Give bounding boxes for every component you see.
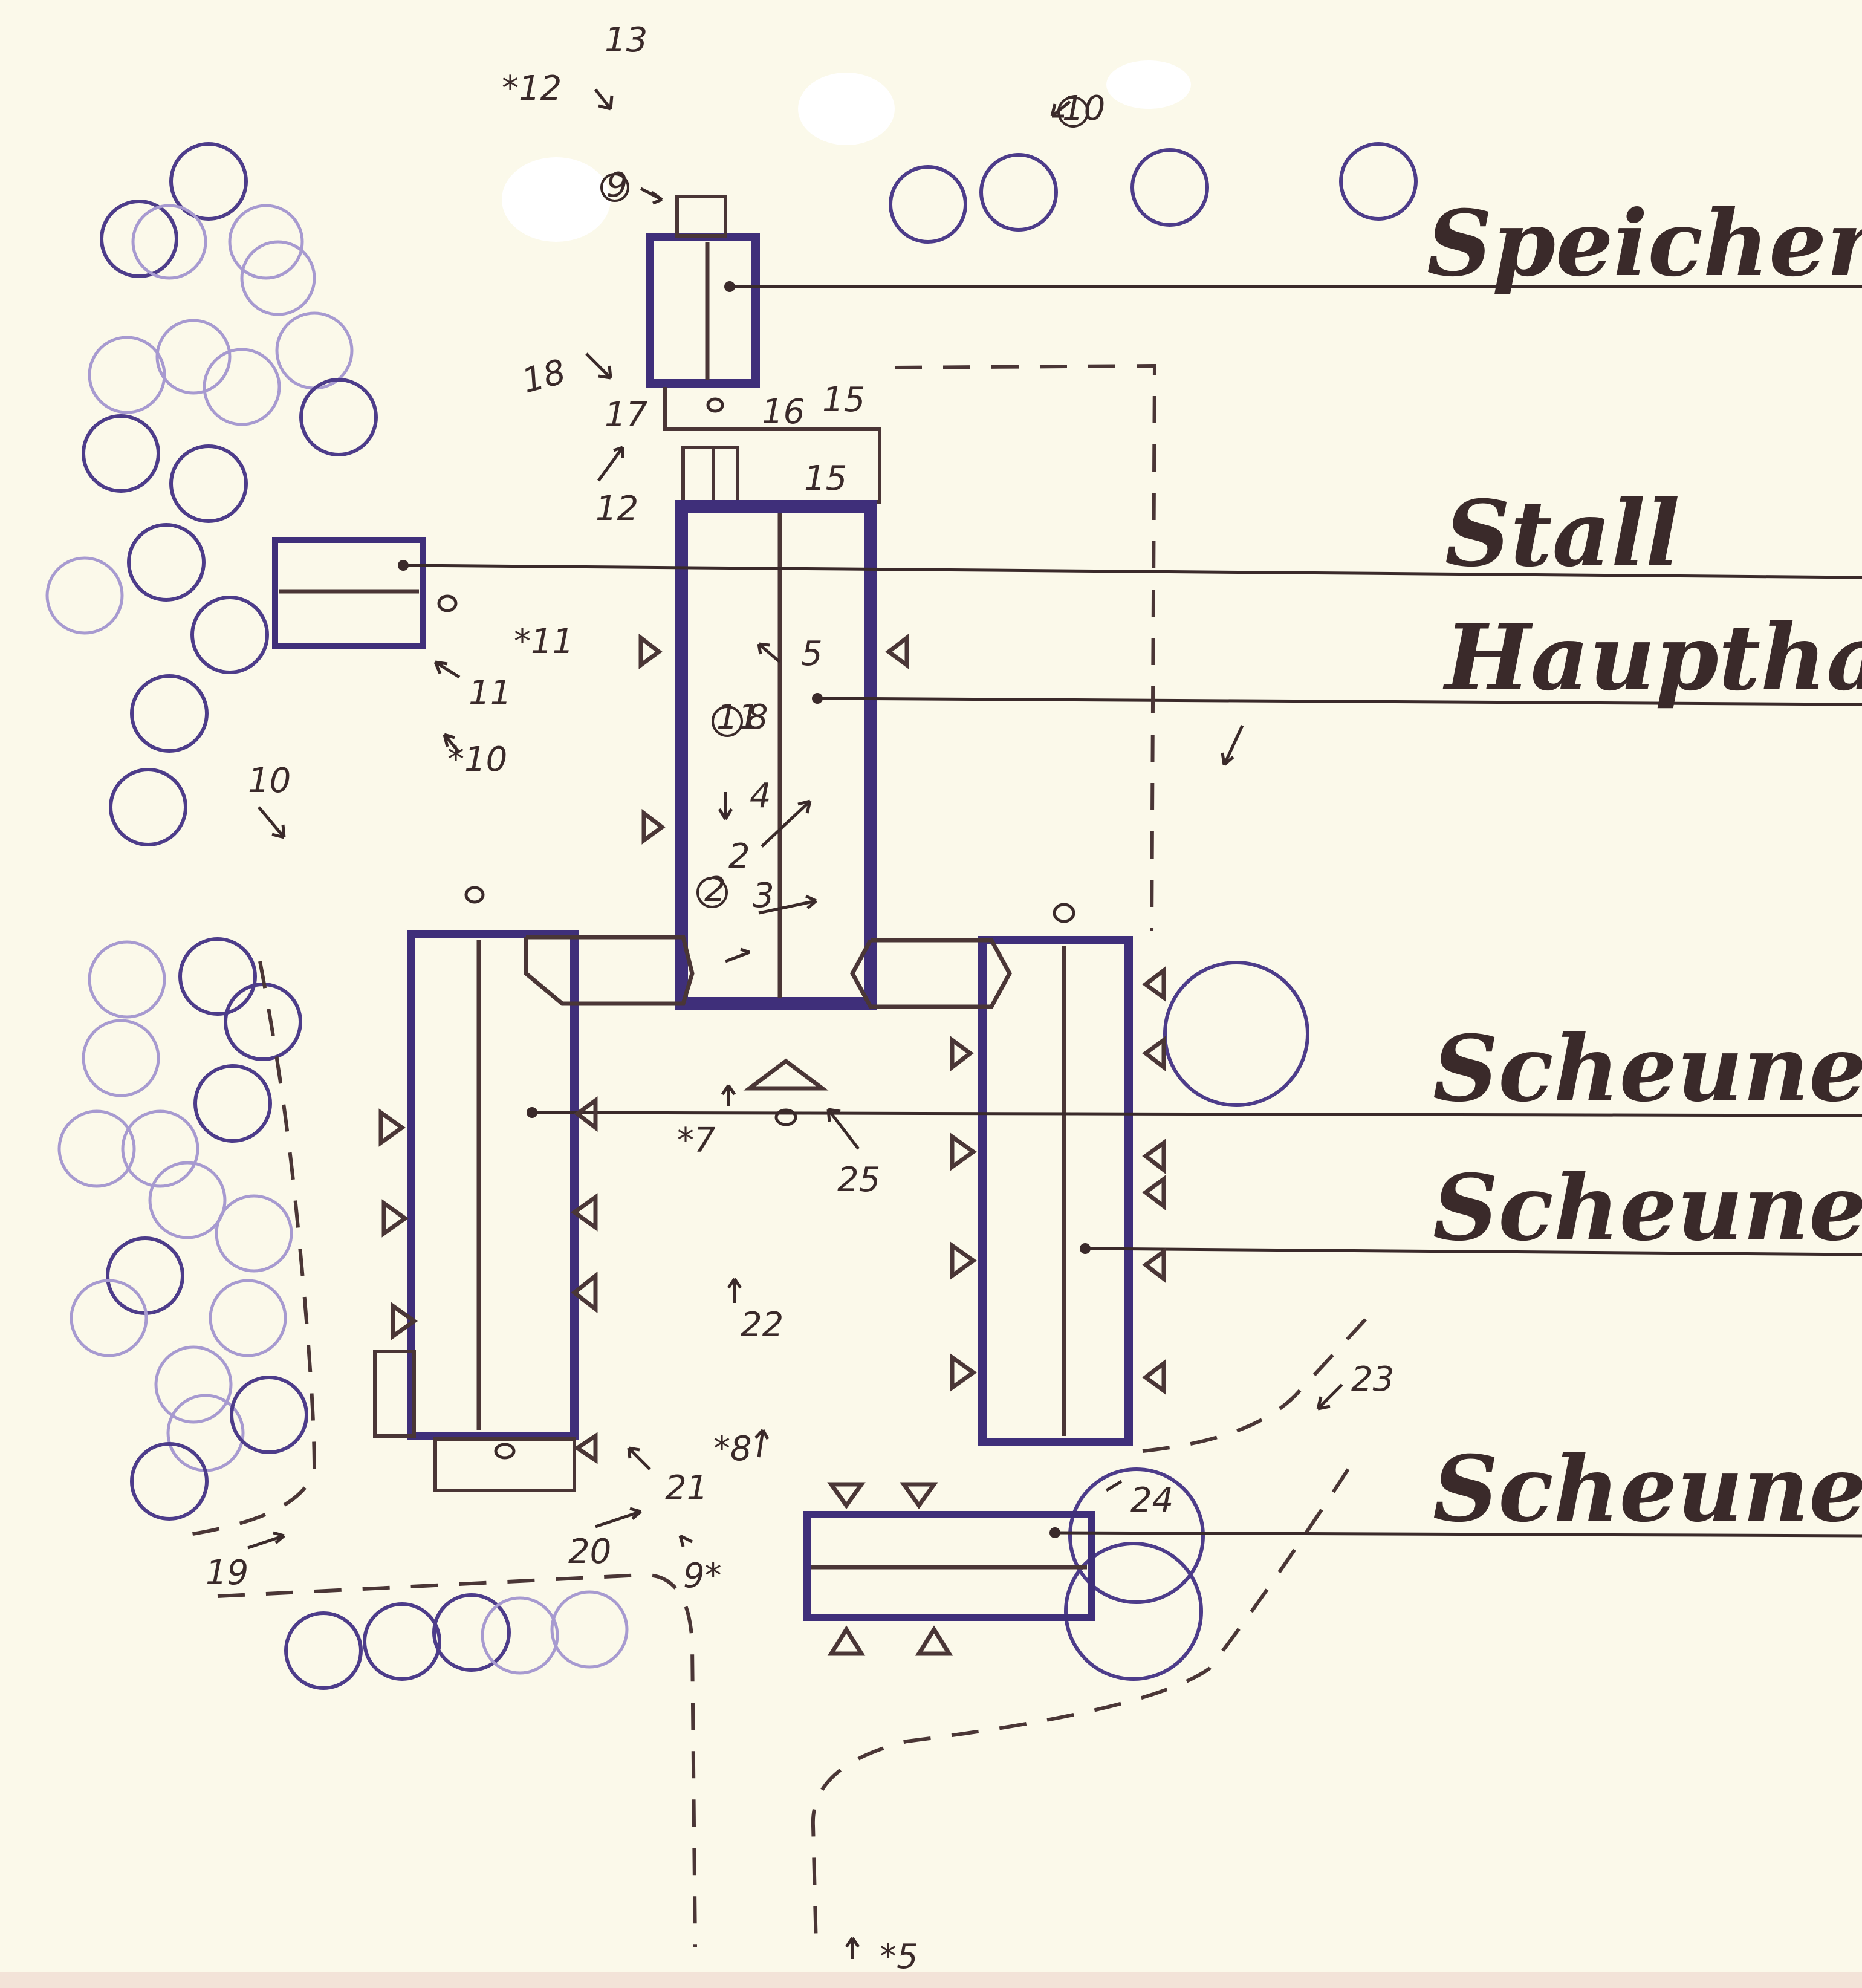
position-arrows [247,88,1343,1959]
marker-12: 12 [595,489,638,528]
scheune1-building [373,930,695,1492]
marker-20: 20 [568,1532,611,1571]
marker-9-star: 9* [683,1556,722,1596]
marker-4: 4 [750,776,771,816]
marker-5: 5 [801,634,823,674]
marker-18: 18 [518,352,570,401]
marker-17: 17 [605,395,648,435]
haupthaus-building [675,500,877,1010]
marker-15a: 15 [822,380,865,420]
numeric-markers: 13 *12 9 10 18 17 16 15 15 12 *11 11 *10… [206,21,1394,1977]
marker-2: 2 [728,837,750,876]
marker-25: 25 [837,1160,880,1200]
marker-24: 24 [1130,1481,1173,1520]
marker-22: 22 [741,1305,783,1345]
marker-10-left: 10 [248,761,291,801]
label-scheune3: Scheune 3 [1433,1436,1862,1542]
speicher-building [646,195,760,388]
trees-left-lower [57,937,308,1521]
trees-bottom-row [284,1590,629,1690]
marker-15b: 15 [804,459,847,498]
marker-23: 23 [1351,1360,1394,1399]
marker-21: 21 [665,1469,708,1508]
scheune2-building [850,936,1133,1446]
paper-bottom-edge [0,1972,1862,1988]
marker-3: 3 [753,876,774,915]
label-haupthaus: Haupthaus [1442,605,1862,711]
marker-10-star: *10 [447,740,507,779]
marker-7-star: *7 [677,1121,716,1160]
marker-9: 9 [606,166,628,205]
marker-16: 16 [762,392,805,432]
entrance-triangles [378,633,1166,1656]
marker-11-star: *11 [514,622,574,661]
label-scheune2: Scheune 2 [1433,1155,1862,1261]
label-scheune1: Scheune 1 [1433,1016,1862,1122]
leader-lines [403,285,1862,1538]
marker-8-star: *8 [713,1429,752,1469]
large-trees-right [1064,961,1309,1681]
marker-12-star: *12 [502,69,562,108]
marker-19: 19 [206,1553,248,1593]
marker-5-star: *5 [880,1937,918,1977]
trees-top-row [889,142,1418,244]
shed-left [272,537,426,649]
marker-11: 11 [469,674,511,713]
marker-8: 8 [747,698,768,737]
trees-left-upper [45,142,378,846]
label-stall: Stall [1445,481,1680,587]
marker-13: 13 [605,21,647,60]
dashed-paths [181,363,1374,1947]
small-circle-marks [437,397,1075,1460]
label-speicher: Speicher [1427,190,1862,297]
scheune3-building [803,1511,1095,1621]
correction-fluid-marks [502,60,1191,242]
